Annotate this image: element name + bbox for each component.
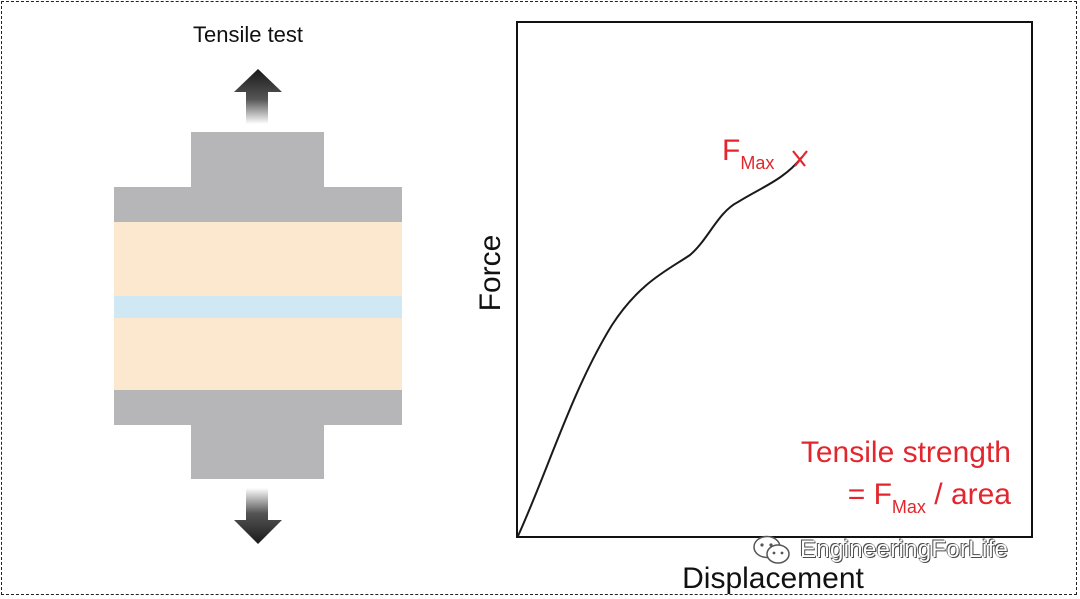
tensile-strength-label: Tensile strength [801, 436, 1011, 469]
tensile-strength-formula: = FMax / area [848, 478, 1012, 517]
force-curve [517, 156, 803, 537]
bottom-grip-tab [191, 424, 324, 479]
bottom-substrate [114, 318, 402, 390]
wechat-icon [753, 535, 790, 564]
bottom-grip [114, 390, 402, 425]
watermark-text: EngineeringForLife [800, 536, 1009, 563]
y-axis-label: Force [474, 235, 507, 312]
arrow-up-icon [234, 69, 282, 124]
plot-area [516, 21, 1033, 538]
top-grip [114, 187, 402, 222]
watermark: EngineeringForLife [752, 533, 1008, 567]
diagram-title: Tensile test [193, 22, 303, 47]
x-axis-label: Displacement [682, 562, 864, 595]
arrow-down-icon [234, 488, 282, 544]
adhesive-layer [114, 296, 402, 318]
failure-mark-icon [792, 150, 808, 167]
fmax-label: FMax [722, 134, 774, 173]
top-grip-tab [191, 132, 324, 188]
top-substrate [114, 222, 402, 296]
